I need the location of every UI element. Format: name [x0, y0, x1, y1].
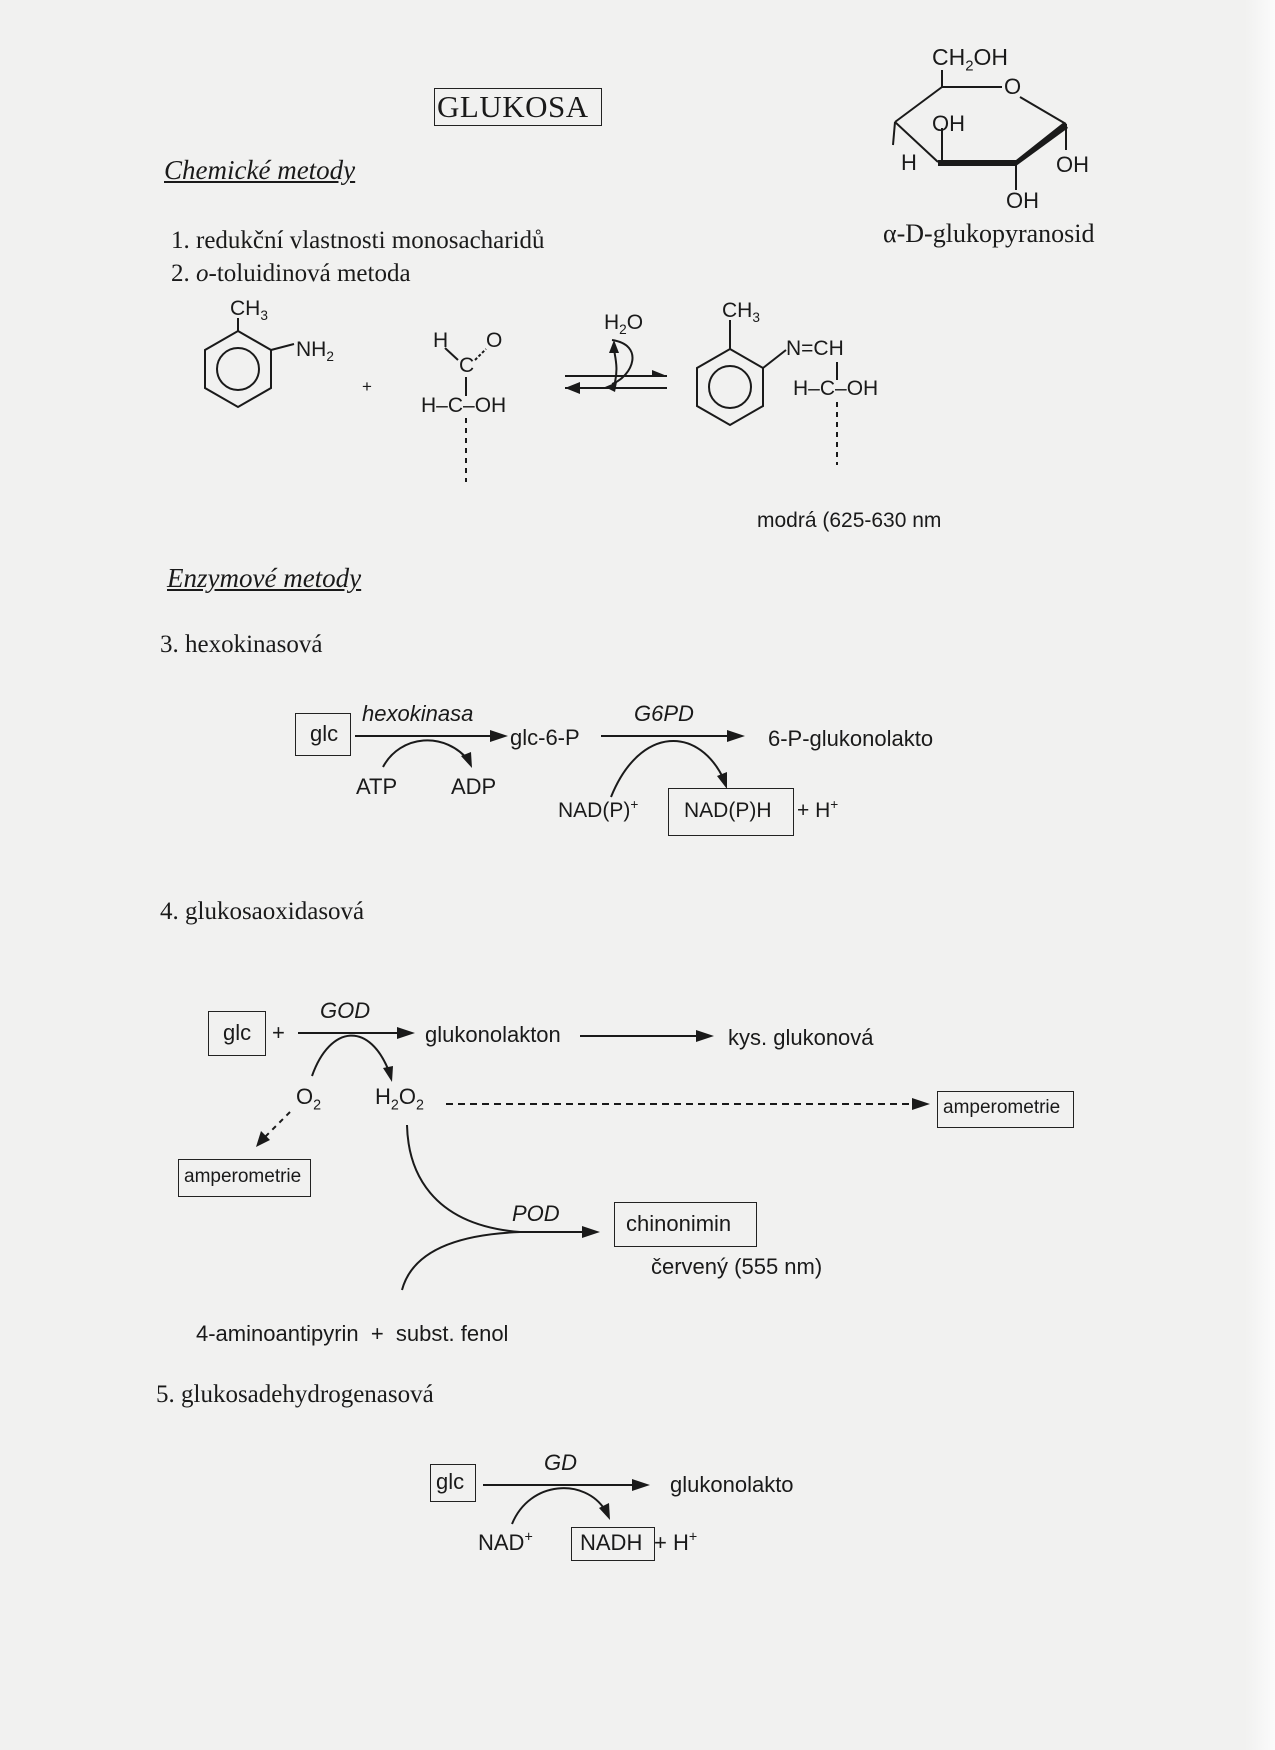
red-color-note: červený (555 nm): [651, 1254, 823, 1279]
m3-product: 6-P-glukonolakto: [768, 726, 934, 751]
gluconic-acid-label: kys. glukonová: [728, 1025, 874, 1050]
glc-box-m4: [208, 1011, 266, 1056]
adp-label: ADP: [451, 774, 497, 799]
nad-label: NAD+: [478, 1529, 533, 1555]
ring-oh-bottom: OH: [1006, 188, 1039, 213]
glc-m4: glc: [223, 1020, 252, 1045]
amperometry-left: amperometrie: [184, 1166, 302, 1187]
product-n-ch: N=CH: [786, 337, 844, 360]
method-4-title: 4. glukosaoxidasová: [160, 898, 365, 925]
product-ch3: CH3: [722, 299, 760, 326]
water-label: H2O: [604, 311, 644, 338]
aldehyde-o: O: [486, 329, 503, 352]
god-label: GOD: [320, 998, 371, 1023]
title-box: [434, 88, 602, 126]
nadh-box: [571, 1527, 655, 1561]
product-hcoh: H–C–OH: [793, 377, 879, 400]
ring-oxygen: O: [1004, 74, 1022, 99]
ring-oh-inner: OH: [932, 111, 965, 136]
o2-label: O2: [296, 1084, 322, 1114]
ring-oh-right: OH: [1056, 152, 1089, 177]
chinonimin-box: [614, 1202, 757, 1247]
nadph-label: NAD(P)H: [684, 799, 772, 822]
method-5-title: 5. glukosadehydrogenasová: [156, 1381, 434, 1408]
color-note-blue: modrá (625-630 nm: [757, 509, 942, 532]
gd-label: GD: [544, 1450, 577, 1475]
scan-edge: [1245, 0, 1275, 1750]
method-3-title: 3. hexokinasová: [160, 631, 323, 658]
h-plus-m5: + H+: [654, 1529, 698, 1555]
hexokinase-label: hexokinasa: [362, 701, 474, 726]
nh2-label: NH2: [296, 338, 334, 365]
chinonimin-label: chinonimin: [626, 1211, 732, 1236]
nadph-box: [668, 788, 794, 836]
aldehyde-h: H: [433, 329, 449, 352]
aldehyde-c: C: [459, 354, 475, 377]
glc-box-m3: [295, 713, 351, 756]
m5-product: glukonolakto: [670, 1472, 794, 1497]
ch3-label: CH3: [230, 297, 268, 324]
structure-caption: α-D-glukopyranosid: [883, 219, 1095, 248]
method-item-2: 2. o-toluidinová metoda: [171, 260, 411, 287]
glc-box-m5: [430, 1464, 476, 1502]
plus-m4: +: [272, 1020, 285, 1045]
aldehyde-hcoh: H–C–OH: [421, 394, 507, 417]
glc-m5: glc: [436, 1469, 465, 1494]
nadp-label: NAD(P)+: [558, 797, 639, 822]
amperometry-box-right: [937, 1091, 1074, 1128]
chemical-methods-header: Chemické metody: [164, 155, 356, 185]
nadh-label: NADH: [580, 1530, 643, 1555]
atp-label: ATP: [356, 774, 398, 799]
amperometry-box-left: [178, 1159, 311, 1197]
g6pd-label: G6PD: [634, 701, 694, 726]
h-plus-m3: + H+: [797, 797, 839, 822]
ring-h-left: H: [901, 150, 917, 175]
h2o2-label: H2O2: [375, 1084, 424, 1114]
ch2oh-label: CH2OH: [932, 44, 1009, 75]
glc6p-label: glc-6-P: [510, 725, 580, 750]
glc-m3: glc: [310, 721, 339, 746]
reagents-label: 4-aminoantipyrin + subst. fenol: [196, 1321, 509, 1346]
gluconolactone-label: glukonolakton: [425, 1022, 561, 1047]
enzymatic-methods-header: Enzymové metody: [167, 563, 362, 593]
method-item-1: 1. redukční vlastnosti monosacharidů: [171, 227, 545, 254]
plus-sign: +: [362, 377, 372, 396]
pod-label: POD: [512, 1201, 560, 1226]
amperometry-right: amperometrie: [943, 1097, 1061, 1118]
page-title: GLUKOSA: [437, 89, 589, 124]
